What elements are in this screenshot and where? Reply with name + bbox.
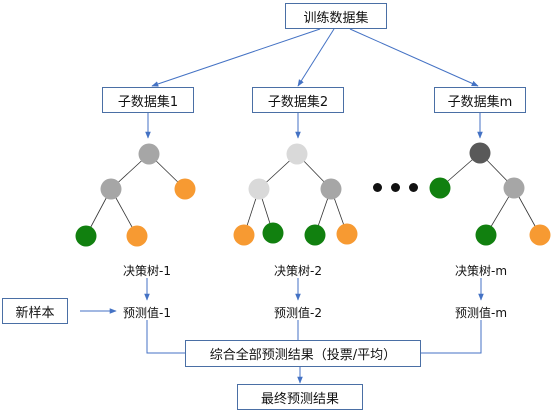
connectors — [80, 28, 484, 384]
ellipsis-dot — [391, 183, 400, 192]
prediction-label-m: 预测值-m — [454, 306, 508, 320]
tree-label-2: 决策树-2 — [274, 264, 322, 278]
line-prediction-m-to-combine — [421, 320, 482, 354]
tree-2-node — [233, 224, 255, 246]
combine-box: 综合全部预测结果（投票/平均） — [185, 340, 421, 367]
line-prediction-1-to-combine — [146, 320, 185, 354]
tree-3-node — [475, 224, 497, 246]
tree-1-node — [75, 225, 97, 247]
subset-box-1: 子数据集1 — [102, 87, 194, 113]
tree-edges — [85, 152, 541, 237]
tree-3-node — [529, 224, 551, 246]
tree-2-node — [262, 222, 284, 244]
arrow-train-to-subset-1 — [151, 28, 321, 87]
training-set-label: 训练数据集 — [303, 10, 369, 26]
subset-box-m: 子数据集m — [434, 87, 526, 113]
ellipsis-dot — [409, 183, 418, 192]
final-result-label: 最终预测结果 — [260, 391, 339, 407]
tree-2-node — [286, 143, 308, 165]
ellipsis-dot — [373, 183, 382, 192]
combine-label: 综合全部预测结果（投票/平均） — [209, 348, 397, 363]
ellipsis-dots — [373, 183, 418, 192]
tree-3-node — [429, 177, 451, 199]
tree-2-node — [336, 223, 358, 245]
tree-label-1: 决策树-1 — [123, 264, 171, 278]
tree-label-m: 决策树-m — [454, 264, 508, 278]
final-result-box: 最终预测结果 — [237, 384, 363, 410]
prediction-label-1: 预测值-1 — [123, 306, 171, 320]
tree-1-node — [174, 178, 196, 200]
tree-2-node — [320, 178, 342, 200]
training-set-box: 训练数据集 — [285, 3, 387, 29]
tree-3-node — [469, 142, 491, 164]
tree-1-node — [138, 143, 160, 165]
tree-3-node — [503, 177, 525, 199]
new-sample-box: 新样本 — [2, 298, 68, 324]
arrow-train-to-subset-2 — [297, 28, 335, 87]
tree-2-node — [304, 224, 326, 246]
prediction-label-2: 预测值-2 — [274, 306, 322, 320]
subset-label-2: 子数据集2 — [267, 94, 329, 110]
new-sample-label: 新样本 — [15, 305, 55, 321]
tree-1-node — [126, 225, 148, 247]
arrow-train-to-subset-m — [349, 28, 479, 87]
tree-nodes — [75, 142, 551, 247]
subset-label-m: 子数据集m — [447, 94, 513, 110]
subset-label-1: 子数据集1 — [117, 94, 179, 110]
subset-box-2: 子数据集2 — [252, 87, 344, 113]
tree-2-node — [248, 178, 270, 200]
tree-1-node — [100, 178, 122, 200]
